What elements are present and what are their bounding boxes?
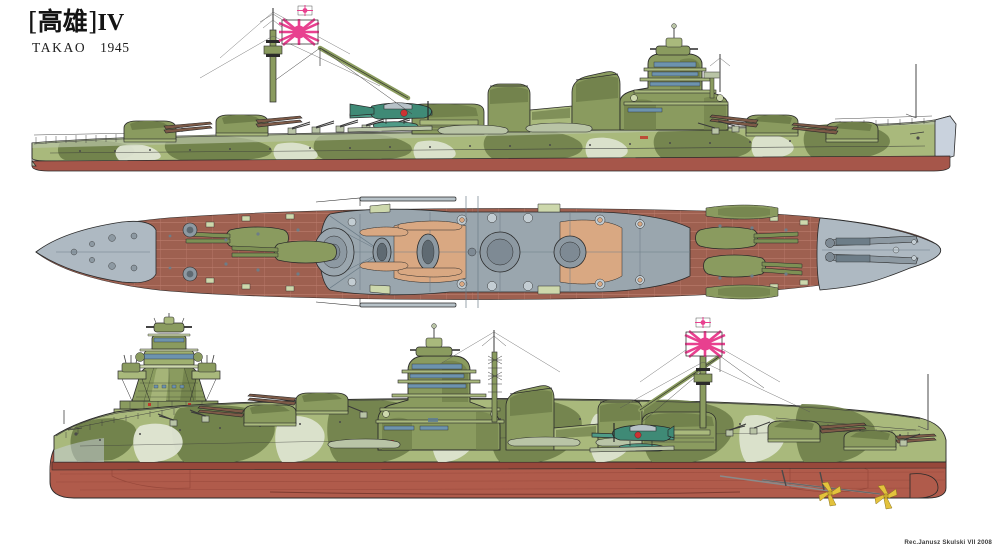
bow-flagstaff (905, 64, 917, 119)
subtitle: TAKAO 1945 (32, 40, 348, 56)
title-bracket-close: ] (87, 7, 98, 36)
rising-sun-ensign-top (278, 17, 320, 47)
propellers-shafts (719, 469, 939, 510)
title-name-romaji: TAKAO (32, 40, 87, 55)
main-rangefinder-port (410, 323, 460, 357)
foremast-port (439, 330, 561, 423)
floatplane-top-view (347, 101, 433, 133)
signal-flag-top (297, 5, 313, 16)
deck-detail-red (640, 136, 648, 139)
superstructure-plan (313, 196, 691, 308)
main-turrets-plan-aft (695, 226, 803, 278)
forecastle-plan (35, 220, 157, 284)
bridge-tower-starboard (619, 23, 729, 131)
aa-sponsons-plan (369, 203, 561, 295)
bridge-windows (627, 61, 701, 113)
searchlights (630, 94, 724, 102)
aa-guns-forward (697, 120, 740, 135)
main-rangefinder (650, 23, 698, 56)
view-plan (30, 196, 975, 308)
view-starboard-profile-top (20, 5, 985, 186)
tower-upper-level (147, 333, 191, 350)
bow-fittings-port (63, 410, 83, 436)
ships-boats (437, 122, 593, 135)
bow-turret-plan (182, 222, 198, 282)
tower-bridge-level (135, 348, 203, 369)
forward-main-turrets (709, 114, 879, 143)
aa-guns-port-aft (725, 421, 921, 447)
booms-plan (359, 196, 457, 308)
quarterdeck-plan (816, 217, 942, 291)
signal-flag-bottom (695, 317, 711, 328)
bridge-tower-port (375, 323, 505, 451)
propeller (818, 481, 842, 507)
catapults (825, 235, 919, 265)
aft-superstructure-port (638, 354, 765, 451)
page-title: [高雄]IV (28, 8, 348, 37)
foremast (709, 54, 731, 92)
floatplane-port-view (589, 423, 675, 453)
propeller (874, 484, 898, 510)
anchor-detail (909, 131, 925, 140)
deck-fittings-plan (168, 204, 809, 300)
stern-flagstaff (917, 374, 929, 431)
tower-rangefinder (146, 313, 192, 333)
aft-main-turrets (123, 114, 303, 143)
title-mark: IV (97, 10, 125, 36)
credit-text: Rec.Janusz Skulski VII 2008 (904, 539, 992, 546)
midship-superstructure (437, 71, 621, 135)
main-turrets-port-forward (197, 392, 349, 427)
title-year: 1945 (100, 40, 130, 55)
mainmast-plan (465, 196, 479, 308)
boats-plan (359, 220, 463, 278)
main-turrets-plan-forward (185, 226, 337, 264)
view-port-profile-bottom (20, 312, 985, 512)
tower-wing-platforms (117, 354, 221, 402)
title-bracket-open: [ (28, 7, 38, 36)
rising-sun-ensign-bottom (684, 329, 726, 359)
main-turrets-port-aft (767, 420, 937, 451)
bridge-windows-port (383, 363, 467, 431)
title-name-japanese: 高雄 (37, 7, 88, 36)
title-block: [高雄]IV TAKAO 1945 (28, 8, 348, 56)
aa-guns-port-fwd (157, 405, 368, 427)
